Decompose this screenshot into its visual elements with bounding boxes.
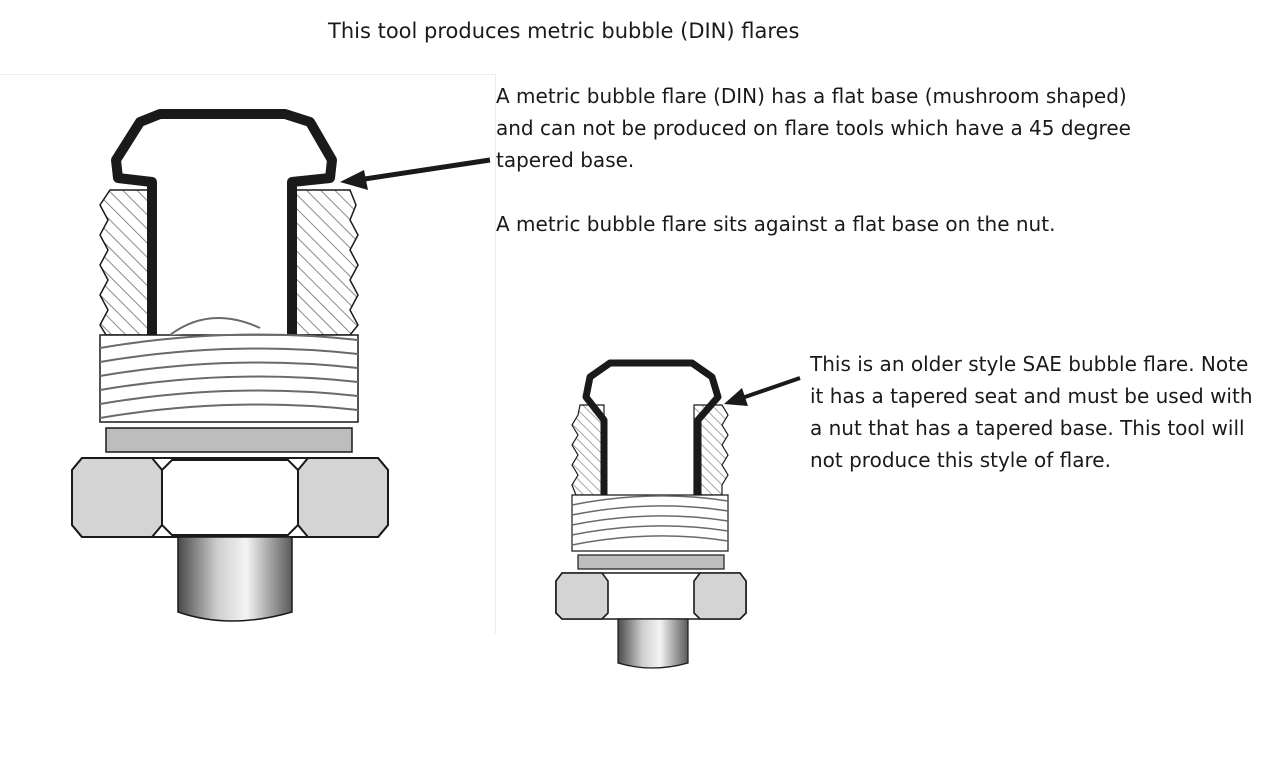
din-thread-section	[99, 317, 359, 423]
sae-fitting-illustration	[555, 359, 747, 669]
sae-shoulder	[577, 554, 725, 570]
panel-right-border	[495, 74, 496, 634]
din-body-right	[291, 189, 359, 336]
din-bubble-flare	[111, 109, 337, 335]
sae-tube-bore	[610, 405, 690, 495]
sae-pointer-arrow	[724, 376, 801, 406]
din-flare-description: A metric bubble flare (DIN) has a flat b…	[496, 80, 1136, 240]
din-shoulder	[105, 427, 353, 453]
sae-hex-nut	[555, 572, 747, 620]
din-tube-stub	[177, 536, 293, 622]
panel-top-border	[0, 74, 496, 75]
din-flare-seat-text: A metric bubble flare sits against a fla…	[496, 212, 1056, 236]
din-tube-bore	[160, 180, 285, 335]
sae-flare-description: This is an older style SAE bubble flare.…	[810, 348, 1260, 476]
din-flare-text: A metric bubble flare (DIN) has a flat b…	[496, 84, 1131, 172]
sae-tube-stub	[617, 618, 689, 669]
din-pointer-arrow	[340, 157, 491, 190]
sae-thread-section	[571, 494, 729, 552]
din-hex-nut	[71, 457, 389, 538]
sae-flare-text: This is an older style SAE bubble flare.…	[810, 352, 1253, 472]
sae-bubble-flare	[582, 359, 722, 495]
page-title: This tool produces metric bubble (DIN) f…	[328, 19, 800, 43]
din-body-left	[99, 189, 153, 336]
din-fitting-illustration	[71, 109, 389, 622]
